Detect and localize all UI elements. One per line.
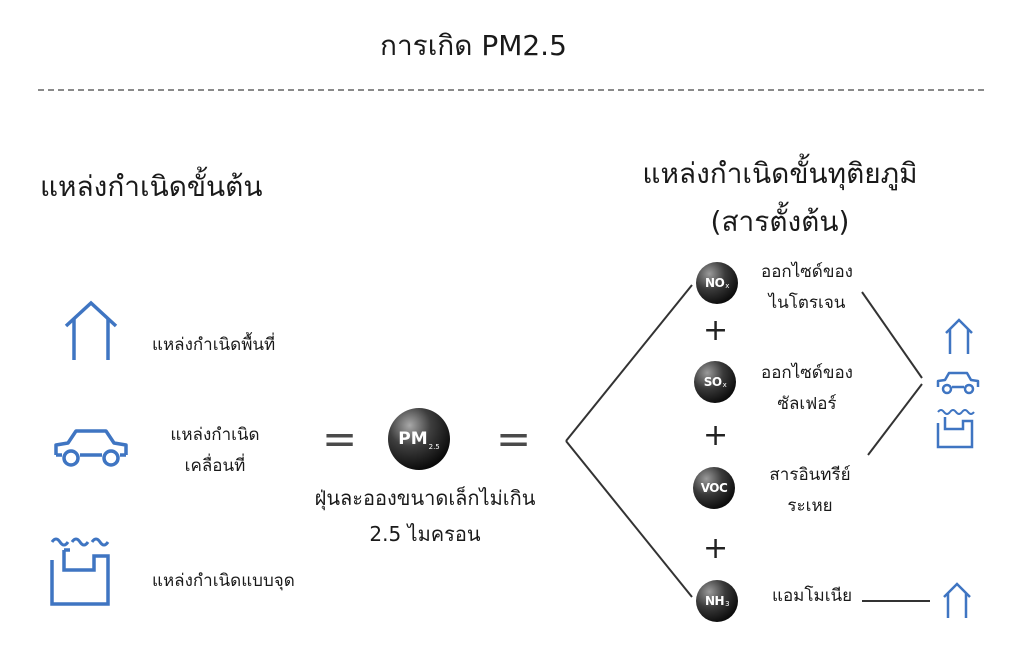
sox-label-line1: ออกไซด์ของ xyxy=(761,363,853,383)
pm25-description: ฝุ่นละอองขนาดเล็กไม่เกิน 2.5 ไมครอน xyxy=(305,480,545,552)
small-house-icon-ammonia xyxy=(943,582,971,618)
sox-symbol: SO xyxy=(703,375,722,389)
pm25-description-line1: ฝุ่นละอองขนาดเล็กไม่เกิน xyxy=(314,486,536,510)
plus-sign-3: + xyxy=(703,531,729,566)
voc-ball: VOC xyxy=(693,467,735,509)
car-icon xyxy=(54,429,128,467)
pm-symbol: PM xyxy=(398,429,428,449)
secondary-heading-line2: (สารตั้งต้น) xyxy=(710,205,850,238)
nox-label-line1: ออกไซด์ของ xyxy=(761,262,853,282)
equals-sign-left: = xyxy=(322,414,358,463)
sox-label: ออกไซด์ของ ซัลเฟอร์ xyxy=(752,358,862,420)
plus-sign-1: + xyxy=(703,313,729,348)
voc-label: สารอินทรีย์ ระเหย xyxy=(755,460,865,522)
voc-symbol: VOC xyxy=(700,481,728,495)
nox-label: ออกไซด์ของ ไนโตรเจน xyxy=(752,257,862,319)
page-title: การเกิด PM2.5 xyxy=(380,29,567,62)
bracket-lower-line xyxy=(565,440,693,598)
plus-sign-2: + xyxy=(703,418,729,453)
right-bracket-upper-line xyxy=(861,291,923,379)
nox-label-line2: ไนโตรเจน xyxy=(768,293,846,313)
house-icon xyxy=(64,300,118,360)
nox-subscript: x xyxy=(725,282,729,290)
sox-label-line2: ซัลเฟอร์ xyxy=(777,394,837,414)
bracket-upper-line xyxy=(565,284,693,442)
voc-label-line2: ระเหย xyxy=(787,496,833,516)
pm25-description-line2: 2.5 ไมครอน xyxy=(369,522,481,546)
factory-icon xyxy=(50,537,110,606)
right-bracket-lower-line xyxy=(867,383,923,456)
mobile-source-line1: แหล่งกำเนิด xyxy=(170,425,260,445)
secondary-heading-line1: แหล่งกำเนิดขั้นทุติยภูมิ xyxy=(642,157,918,190)
secondary-sources-heading: แหล่งกำเนิดขั้นทุติยภูมิ (สารตั้งต้น) xyxy=(600,150,960,246)
small-car-icon xyxy=(936,371,980,395)
mobile-source-line2: เคลื่อนที่ xyxy=(184,456,246,476)
nh3-label: แอมโมเนีย xyxy=(772,586,853,606)
primary-sources-heading: แหล่งกำเนิดขั้นต้น xyxy=(40,170,263,203)
nh3-subscript: 3 xyxy=(725,600,730,608)
nox-symbol: NO xyxy=(705,276,725,290)
small-house-icon xyxy=(945,318,973,354)
dashed-divider xyxy=(38,89,984,91)
equals-sign-right: = xyxy=(496,414,532,463)
point-source-label: แหล่งกำเนิดแบบจุด xyxy=(152,571,295,591)
sox-subscript: x xyxy=(722,381,727,389)
mobile-source-label: แหล่งกำเนิด เคลื่อนที่ xyxy=(160,420,270,482)
nh3-symbol: NH xyxy=(704,594,725,608)
voc-label-line1: สารอินทรีย์ xyxy=(769,465,851,485)
area-source-label: แหล่งกำเนิดพื้นที่ xyxy=(152,335,276,355)
pm-subscript: 2.5 xyxy=(428,443,440,451)
small-factory-icon xyxy=(936,409,975,449)
